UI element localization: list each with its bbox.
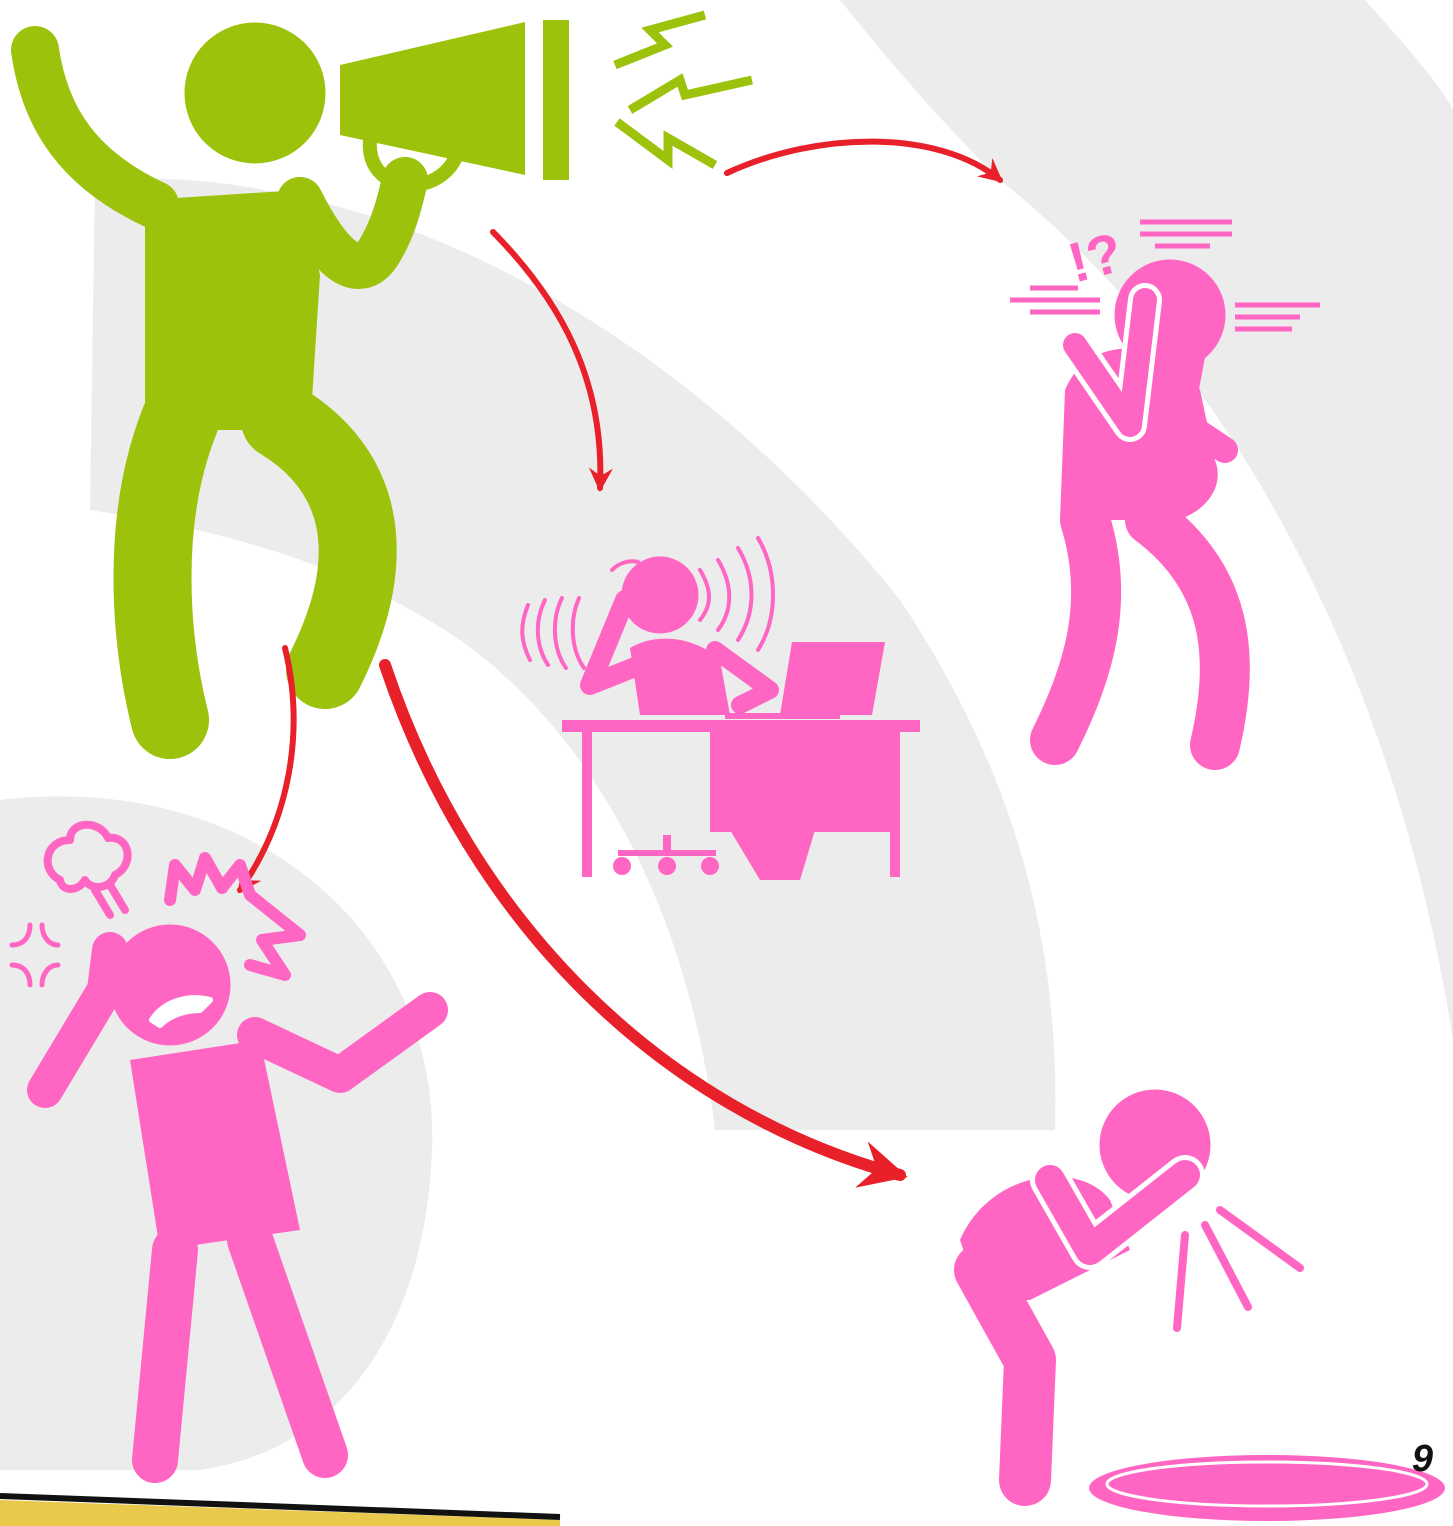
angry-left-leg — [155, 1250, 175, 1460]
angry-head — [110, 925, 230, 1045]
speaker-left-leg — [153, 420, 181, 720]
page-number: 9 — [1412, 1438, 1433, 1481]
speaker-raised-arm — [35, 50, 155, 205]
megaphone-icon — [340, 20, 569, 185]
arrow-to-surprised — [727, 142, 1000, 180]
puddle-icon — [1089, 1455, 1445, 1521]
bottom-bar — [0, 1496, 560, 1526]
sound-burst-icon — [615, 15, 752, 165]
laptop-icon — [780, 642, 885, 715]
sick-legs — [980, 1270, 1030, 1480]
speaker-head — [185, 23, 325, 163]
sick-listener-figure — [960, 1090, 1445, 1521]
surprised-left-leg — [1055, 520, 1096, 740]
vomit-lines-icon — [1177, 1210, 1300, 1328]
surprised-right-leg — [1150, 520, 1225, 745]
